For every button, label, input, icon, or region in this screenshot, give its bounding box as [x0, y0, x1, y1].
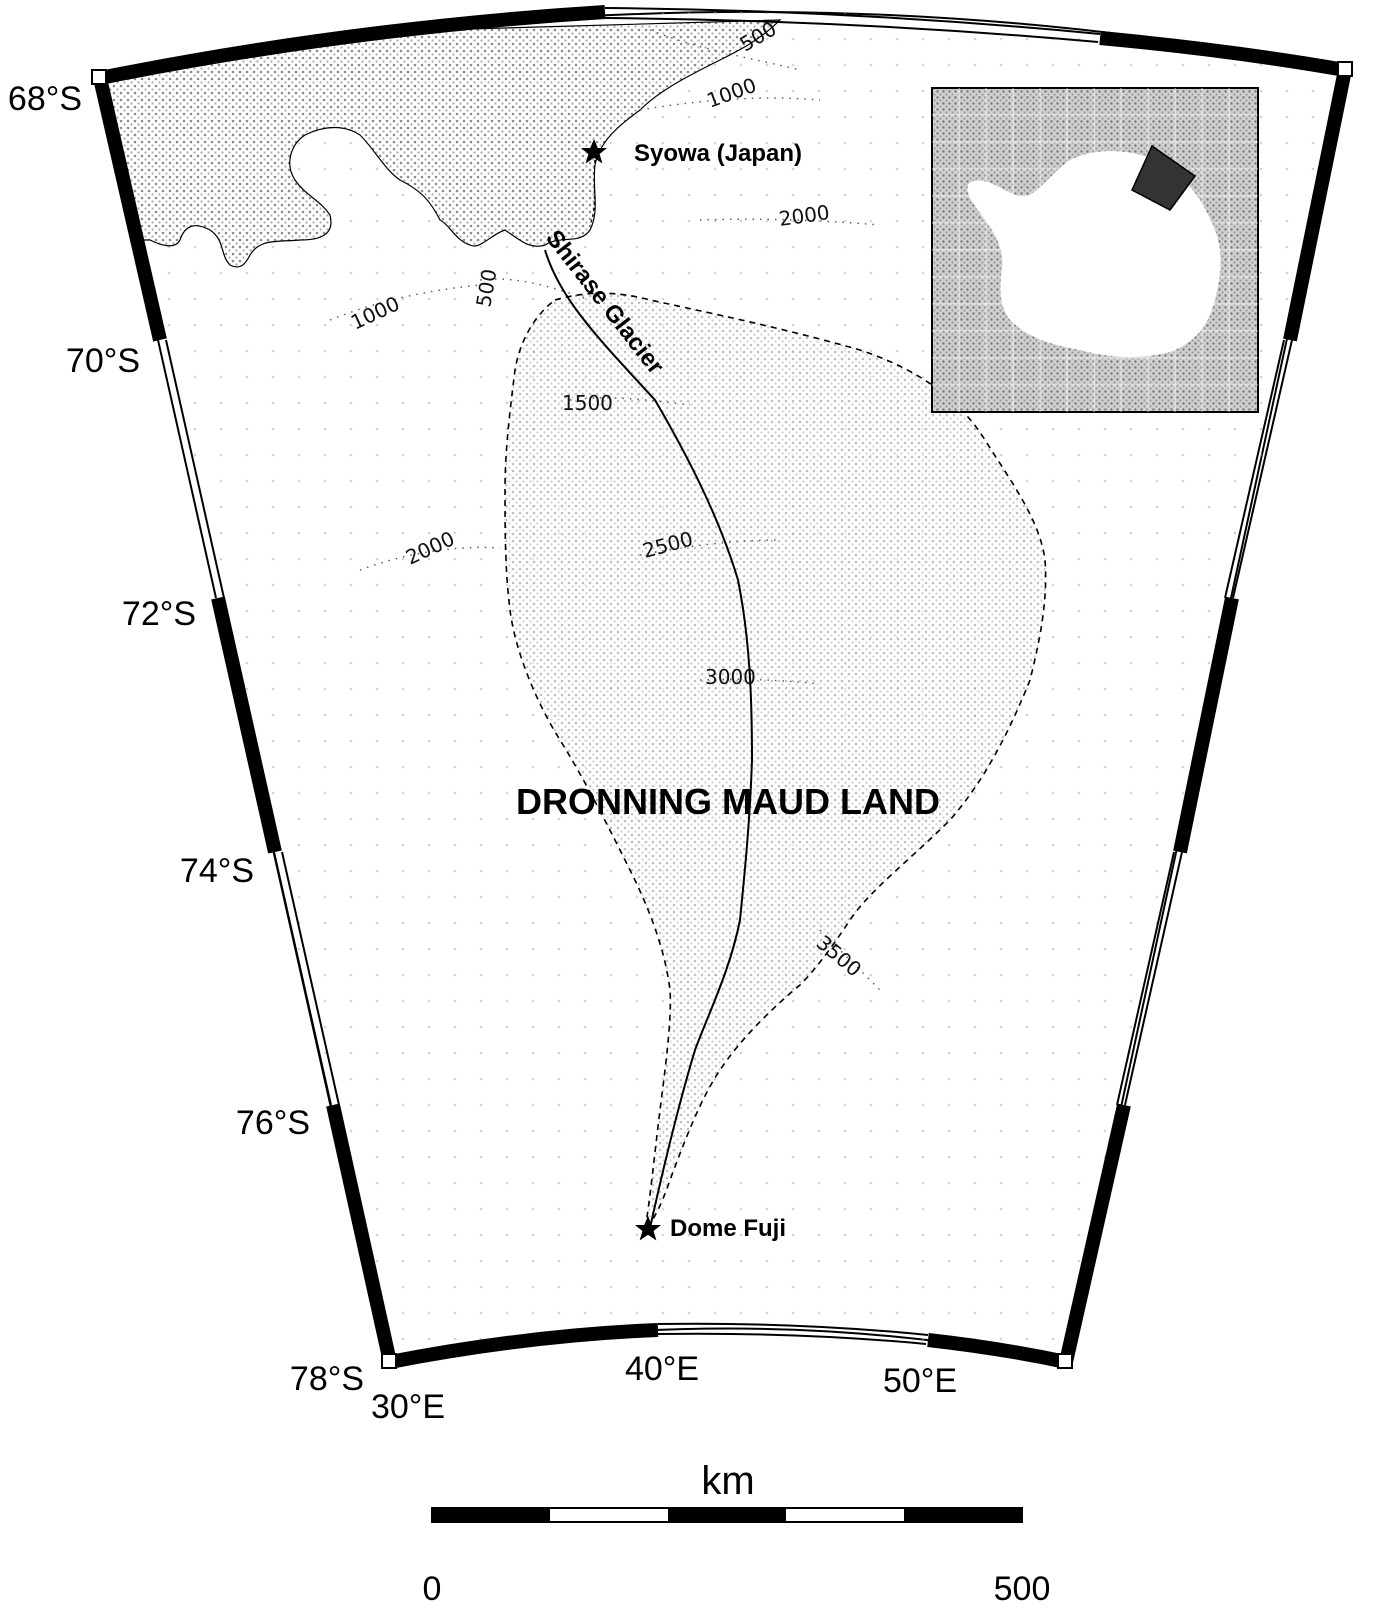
lat-label-70s: 70°S — [66, 342, 140, 380]
elevation-contours — [329, 29, 881, 991]
map-frame-border — [91, 5, 1353, 1369]
dome-fuji-label: Dome Fuji — [670, 1215, 786, 1242]
study-area-highlight — [1131, 144, 1197, 211]
scale-end-label: 500 — [994, 1570, 1051, 1608]
lat-label-76s: 76°S — [236, 1104, 310, 1142]
scale-start-label: 0 — [423, 1570, 442, 1608]
syowa-marker — [581, 139, 607, 164]
syowa-route — [589, 159, 596, 226]
contour-label-1500: 1500 — [562, 391, 613, 415]
star-icon — [581, 139, 607, 164]
syowa-label: Syowa (Japan) — [634, 140, 802, 167]
lon-label-30e: 30°E — [371, 1388, 445, 1426]
lon-label-40e: 40°E — [625, 1350, 699, 1388]
lat-label-74s: 74°S — [180, 852, 254, 890]
scale-unit-label: km — [701, 1459, 754, 1503]
dome-fuji-marker — [635, 1216, 661, 1241]
traverse-route — [544, 249, 754, 1229]
contour-label-3000: 3000 — [705, 665, 756, 689]
region-label: DRONNING MAUD LAND — [516, 781, 940, 822]
star-icon — [635, 1216, 661, 1241]
lon-label-50e: 50°E — [883, 1362, 957, 1400]
lat-label-78s: 78°S — [290, 1360, 364, 1398]
lat-label-72s: 72°S — [122, 595, 196, 633]
inset-map — [931, 87, 1259, 413]
lat-label-68s: 68°S — [8, 80, 82, 118]
drainage-basin — [504, 292, 1047, 1233]
scale-bar: km 0 500 — [423, 1459, 1051, 1608]
